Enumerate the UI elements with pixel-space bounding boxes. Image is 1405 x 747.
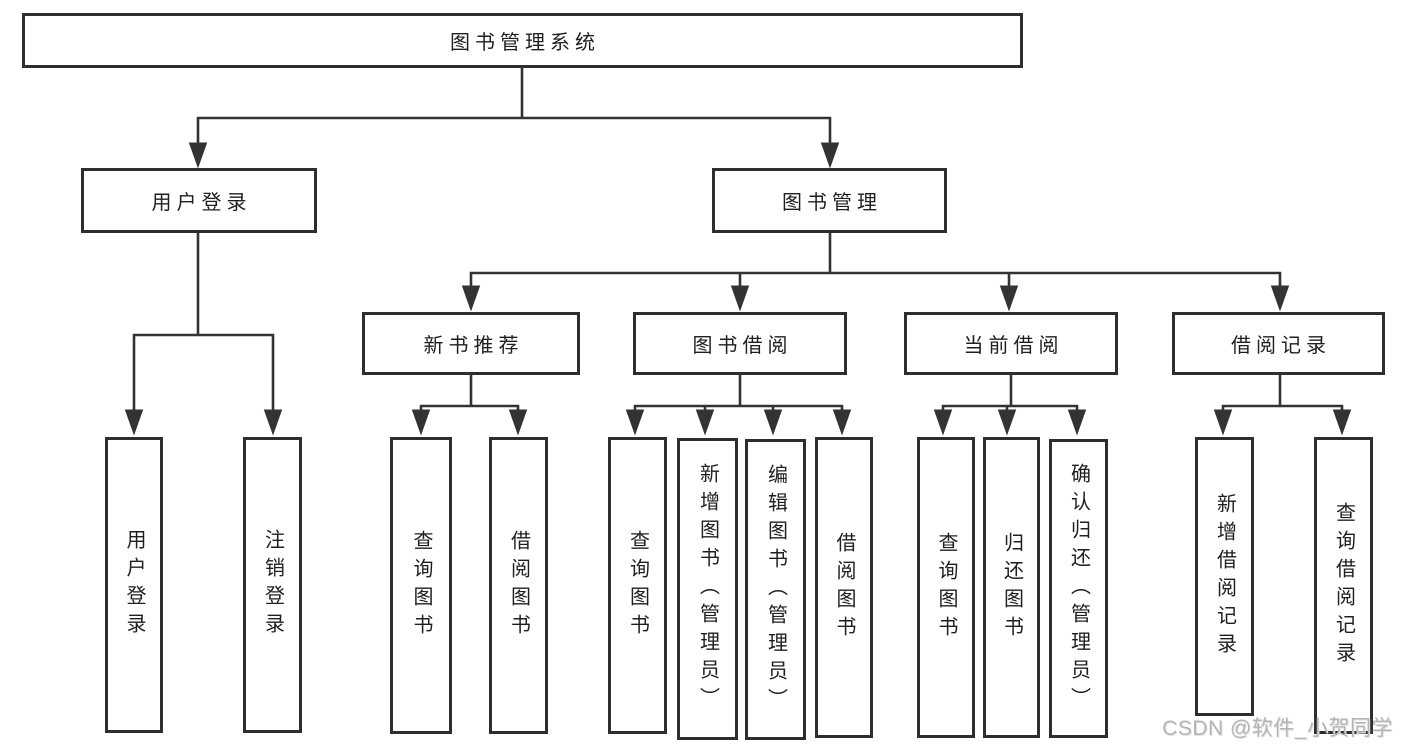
leaf-query-books-recommend: 查询图书 — [390, 437, 452, 734]
watermark: CSDN @软件_小贺同学 — [1162, 717, 1393, 740]
leaf-add-borrow-record: 新增借阅记录 — [1195, 437, 1254, 716]
leaf-edit-books-admin: 编辑图书（管理员） — [745, 439, 806, 740]
leaf-logout: 注销登录 — [243, 437, 302, 733]
leaf-query-books-borrowing: 查询图书 — [608, 437, 667, 734]
node-new-book-recommend: 新书推荐 — [362, 312, 580, 375]
node-borrowing-records: 借阅记录 — [1172, 312, 1385, 375]
node-user-login: 用户登录 — [81, 168, 317, 233]
leaf-borrow-books-borrowing: 借阅图书 — [815, 437, 873, 738]
leaf-query-borrow-record: 查询借阅记录 — [1314, 437, 1373, 734]
leaf-query-books-current: 查询图书 — [917, 437, 975, 738]
leaf-borrow-books-recommend: 借阅图书 — [489, 437, 548, 734]
leaf-user-login: 用户登录 — [105, 437, 163, 733]
node-current-borrowing: 当前借阅 — [904, 312, 1118, 375]
node-book-borrowing: 图书借阅 — [633, 312, 847, 375]
leaf-confirm-return-admin: 确认归还（管理员） — [1049, 439, 1108, 738]
leaf-add-books-admin: 新增图书（管理员） — [677, 438, 738, 740]
leaf-return-books: 归还图书 — [983, 437, 1040, 738]
node-book-management: 图书管理 — [712, 168, 947, 233]
node-library-management-system: 图书管理系统 — [22, 13, 1023, 68]
